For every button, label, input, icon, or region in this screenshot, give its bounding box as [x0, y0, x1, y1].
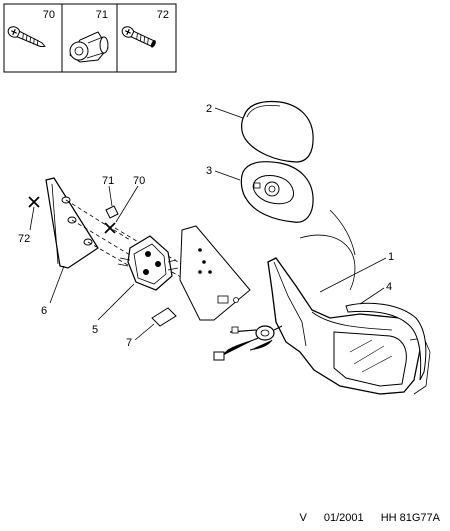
- callout-line-5: [97, 283, 135, 321]
- callout-line-7: [134, 323, 155, 341]
- callout-4: 4: [386, 281, 392, 293]
- callout-7: 7: [126, 337, 132, 349]
- callout-line-4: [359, 287, 385, 305]
- footer-reference: V 01/2001 HH 81G77A: [285, 512, 440, 524]
- fastener-71-label: 71: [96, 9, 108, 21]
- callout-72: 72: [18, 233, 30, 245]
- fastener-box: 70 71 72: [3, 3, 177, 73]
- footer-view: V: [299, 512, 307, 524]
- screw-72-marker: [28, 196, 40, 208]
- fastener-70-label: 70: [43, 9, 55, 21]
- callout-line-2: [214, 107, 244, 119]
- callout-line-1: [319, 257, 387, 293]
- callout-line-6: [49, 265, 65, 304]
- callout-6: 6: [41, 305, 47, 317]
- callout-71: 71: [102, 175, 114, 187]
- callout-line-70: [115, 185, 139, 223]
- mirror-housing: [267, 257, 431, 395]
- mirror-adjuster-mechanism: [117, 235, 179, 291]
- footer-ref: HH 81G77A: [380, 512, 440, 524]
- callout-line-71: [108, 185, 113, 207]
- door-panel-edge: [299, 234, 356, 291]
- cross-head-screw-icon: [7, 26, 46, 47]
- footer-date: 01/2001: [323, 512, 364, 524]
- callout-2: 2: [206, 103, 212, 115]
- callout-3: 3: [206, 165, 212, 177]
- adhesive-pad: [151, 307, 177, 327]
- inner-trim-cover: [45, 177, 99, 269]
- callout-5: 5: [92, 324, 98, 336]
- wiring-harness: [213, 325, 283, 361]
- glass-backing-plate: [240, 161, 314, 223]
- fastener-72-label: 72: [157, 9, 169, 21]
- callout-line-72: [29, 206, 35, 231]
- cross-head-screw-icon: [121, 26, 156, 48]
- nut-insert-71: [105, 205, 119, 219]
- mounting-gasket: [179, 225, 251, 321]
- nut-insert-icon: [69, 31, 109, 63]
- callout-70: 70: [133, 175, 145, 187]
- mirror-glass: [241, 100, 314, 163]
- callout-1: 1: [388, 251, 394, 263]
- callout-line-3: [214, 170, 241, 181]
- screw-70-marker: [104, 222, 116, 234]
- trim-strip: [345, 302, 427, 381]
